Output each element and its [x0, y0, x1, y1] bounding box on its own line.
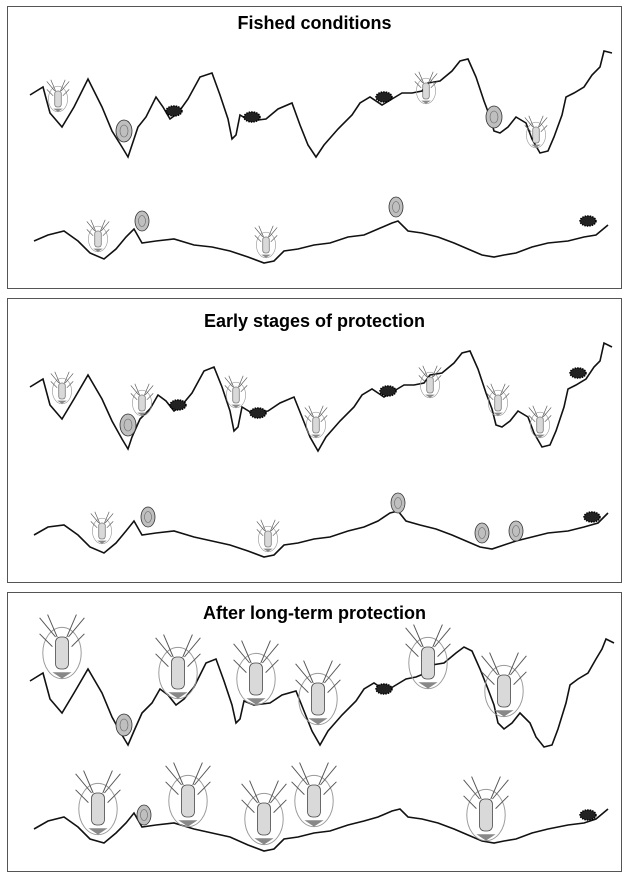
panel-early-protection: Early stages of protection: [7, 298, 622, 583]
abalone-icon: [391, 493, 405, 513]
sea-urchin-icon: [380, 386, 396, 396]
spiny-lobster-icon: [234, 641, 279, 705]
sea-urchin-icon: [166, 106, 182, 116]
abalone-icon: [116, 120, 132, 142]
spiny-lobster-icon: [257, 520, 279, 552]
reef-profile-lower: [34, 221, 608, 263]
spiny-lobster-icon: [296, 661, 341, 725]
sea-urchin-icon: [580, 216, 596, 226]
sea-urchin-icon: [584, 512, 600, 522]
spiny-lobster-icon: [166, 763, 211, 827]
abalone-icon: [120, 414, 136, 436]
spiny-lobster-icon: [525, 116, 547, 148]
panel-fished-conditions: Fished conditions: [7, 6, 622, 289]
abalone-icon: [486, 106, 502, 128]
spiny-lobster-icon: [415, 72, 437, 104]
spiny-lobster-icon: [255, 226, 277, 258]
spiny-lobster-icon: [76, 771, 121, 835]
spiny-lobster-icon: [482, 653, 527, 717]
spiny-lobster-icon: [51, 372, 73, 404]
spiny-lobster-icon: [156, 635, 201, 699]
spiny-lobster-icon: [47, 80, 69, 112]
reef-profile-upper: [30, 51, 612, 157]
abalone-icon: [389, 197, 403, 217]
spiny-lobster-icon: [87, 220, 109, 252]
spiny-lobster-icon: [40, 615, 85, 679]
spiny-lobster-icon: [406, 625, 451, 689]
spiny-lobster-icon: [225, 376, 247, 408]
spiny-lobster-icon: [242, 781, 287, 845]
abalone-icon: [509, 521, 523, 541]
reef-scene-fished: [8, 7, 622, 290]
spiny-lobster-icon: [487, 384, 509, 416]
sea-urchin-icon: [570, 368, 586, 378]
spiny-lobster-icon: [131, 384, 153, 416]
sea-urchin-icon: [580, 810, 596, 820]
spiny-lobster-icon: [419, 366, 441, 398]
spiny-lobster-icon: [91, 512, 113, 544]
abalone-icon: [137, 805, 151, 825]
spiny-lobster-icon: [305, 406, 327, 438]
sea-urchin-icon: [376, 92, 392, 102]
abalone-icon: [475, 523, 489, 543]
spiny-lobster-icon: [464, 777, 509, 841]
reef-scene-long-term: [8, 593, 622, 873]
reef-profile-lower: [34, 809, 608, 851]
spiny-lobster-icon: [292, 763, 337, 827]
sea-urchin-icon: [170, 400, 186, 410]
reef-scene-early: [8, 299, 622, 584]
reef-profile-upper: [30, 343, 612, 451]
sea-urchin-icon: [250, 408, 266, 418]
abalone-icon: [135, 211, 149, 231]
abalone-icon: [116, 714, 132, 736]
sea-urchin-icon: [244, 112, 260, 122]
sea-urchin-icon: [376, 684, 392, 694]
panel-long-term-protection: After long-term protection: [7, 592, 622, 872]
spiny-lobster-icon: [529, 406, 551, 438]
abalone-icon: [141, 507, 155, 527]
